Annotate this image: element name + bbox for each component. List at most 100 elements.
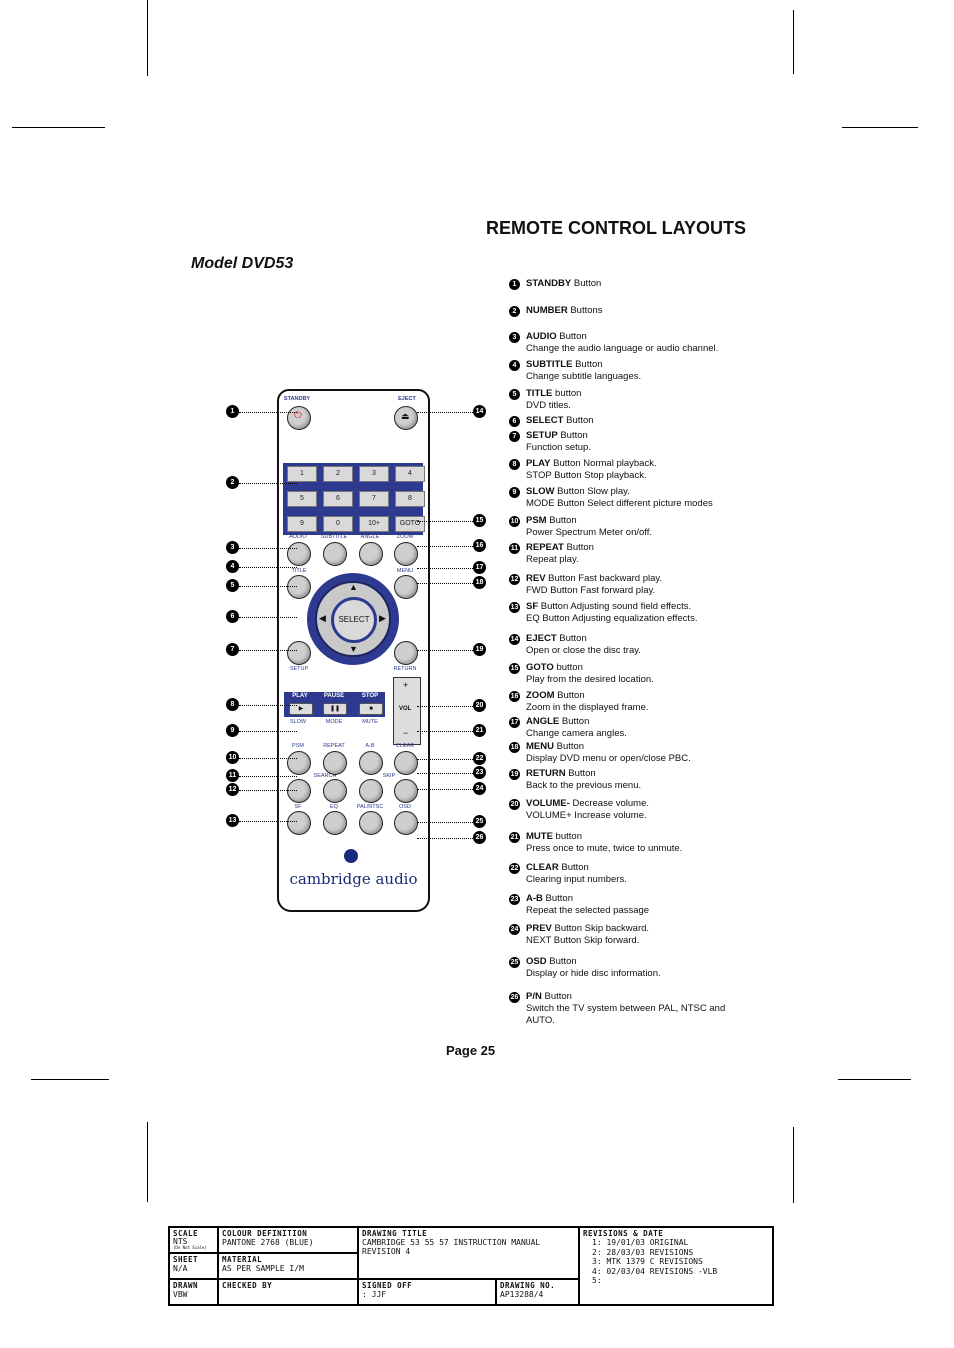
search-row-button[interactable] <box>287 779 311 803</box>
volume-down-icon[interactable]: − <box>403 728 409 738</box>
row1-button[interactable] <box>323 542 347 566</box>
legend-rest: Decrease volume. <box>569 798 650 809</box>
legend-rest: Button <box>546 515 577 526</box>
setup-button[interactable] <box>287 641 311 665</box>
colour-value: Pantone 2768 (blue) <box>222 1238 314 1247</box>
crop-mark <box>12 127 105 128</box>
legend-label: NUMBER <box>526 305 568 316</box>
number-key[interactable]: 7 <box>359 491 389 507</box>
number-key[interactable]: 10+ <box>359 516 389 532</box>
callout-leader <box>417 731 473 732</box>
number-key[interactable]: 6 <box>323 491 353 507</box>
volume-rocker[interactable]: + VOL − <box>393 677 421 745</box>
legend-description: Repeat the selected passage <box>526 905 650 916</box>
search-label: SEARCH <box>313 773 337 779</box>
number-key[interactable]: 8 <box>395 491 425 507</box>
pause-button[interactable]: ❚❚ <box>323 703 347 715</box>
callout-7: 7 <box>226 643 239 656</box>
revision-entry: 5: <box>592 1276 602 1285</box>
legend-rest: Button <box>542 893 573 904</box>
legend-description: Display DVD menu or open/close PBC. <box>526 753 691 764</box>
row1-label: ZOOM <box>396 534 414 540</box>
number-key[interactable]: 3 <box>359 466 389 482</box>
page-number: Page 25 <box>446 1043 496 1058</box>
callout-leader <box>239 548 297 549</box>
legend-rest: button <box>552 388 582 399</box>
callout-leader <box>417 568 473 569</box>
select-button[interactable]: SELECT <box>331 597 377 643</box>
volume-up-icon[interactable]: + <box>403 680 409 690</box>
arrow-down-icon[interactable]: ▼ <box>349 644 358 654</box>
legend-number: 19 <box>509 769 520 780</box>
legend-rest: button <box>552 831 582 842</box>
eject-button[interactable]: ⏏ <box>394 406 418 430</box>
material-value: As Per Sample I/M <box>222 1264 304 1273</box>
drawing-no-heading: Drawing No. <box>500 1281 556 1290</box>
arrow-left-icon[interactable]: ◀ <box>319 613 326 623</box>
number-key[interactable]: 2 <box>323 466 353 482</box>
legend-label: STANDBY <box>526 278 572 289</box>
scale-value: NTS <box>173 1237 188 1246</box>
search-row-button[interactable] <box>359 779 383 803</box>
legend-rest: Button Adjusting sound field effects. <box>538 601 692 612</box>
row3-button[interactable] <box>287 751 311 775</box>
legend-number: 2 <box>509 306 520 317</box>
title-button[interactable] <box>287 575 311 599</box>
legend-number: 26 <box>509 992 520 1003</box>
row3-button[interactable] <box>323 751 347 775</box>
number-key[interactable]: 5 <box>287 491 317 507</box>
row3-button[interactable] <box>359 751 383 775</box>
number-key[interactable]: 1 <box>287 466 317 482</box>
legend-rest: Button Fast backward play. <box>545 573 663 584</box>
legend-label: SUBTITLE <box>526 359 573 370</box>
legend-number: 1 <box>509 279 520 290</box>
row5-button[interactable] <box>287 811 311 835</box>
legend-description: Repeat play. <box>526 554 579 565</box>
legend-description: Change the audio language or audio chann… <box>526 343 719 354</box>
row2-label: SLOW <box>289 719 307 725</box>
row1-button[interactable] <box>287 542 311 566</box>
menu-button[interactable] <box>394 575 418 599</box>
row3-button[interactable] <box>394 751 418 775</box>
row5-button[interactable] <box>323 811 347 835</box>
play-button[interactable]: ▶ <box>289 703 313 715</box>
return-button[interactable] <box>394 641 418 665</box>
number-key[interactable]: 0 <box>323 516 353 532</box>
number-key[interactable]: GOTO <box>395 516 425 532</box>
row5-button[interactable] <box>359 811 383 835</box>
sheet-cell: Sheet N/A <box>169 1253 218 1279</box>
arrow-up-icon[interactable]: ▲ <box>349 582 358 592</box>
legend-number: 18 <box>509 742 520 753</box>
legend-label: REPEAT <box>526 542 564 553</box>
row1-button[interactable] <box>394 542 418 566</box>
legend-description: NEXT Button Skip forward. <box>526 935 640 946</box>
row1-label: AUDIO <box>289 534 307 540</box>
number-key[interactable]: 9 <box>287 516 317 532</box>
callout-leader <box>239 586 297 587</box>
legend-number: 5 <box>509 389 520 400</box>
legend-label: AUDIO <box>526 331 557 342</box>
brand-logo-dot <box>344 849 358 863</box>
row1-button[interactable] <box>359 542 383 566</box>
callout-10: 10 <box>226 751 239 764</box>
callout-leader <box>239 758 297 759</box>
arrow-right-icon[interactable]: ▶ <box>379 613 386 623</box>
search-row-button[interactable] <box>323 779 347 803</box>
callout-14: 14 <box>473 405 486 418</box>
legend-text: STANDBY Button <box>526 278 601 290</box>
number-key[interactable]: 4 <box>395 466 425 482</box>
legend-rest: Button <box>563 542 594 553</box>
standby-button[interactable]: ⏻ <box>287 406 311 430</box>
row5-button[interactable] <box>394 811 418 835</box>
search-row-button[interactable] <box>394 779 418 803</box>
row1-label: SUBTITLE <box>320 534 348 540</box>
stop-button[interactable]: ■ <box>359 703 383 715</box>
